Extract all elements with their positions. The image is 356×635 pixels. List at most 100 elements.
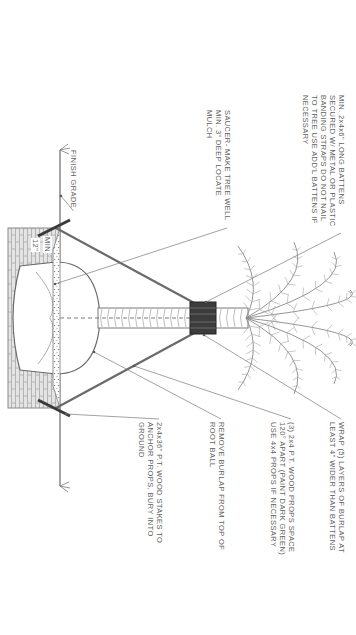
wood-stake [38,400,70,416]
frond-leaflet [312,321,318,327]
frond-leaflet [268,301,270,311]
frond-leaflet [327,330,329,337]
frond-leaflet [285,352,288,359]
trunk-ring [143,309,145,327]
frond-leaflet [327,325,332,331]
frond-leaflet [253,282,259,286]
frond-leaflet [297,247,301,250]
frond-leaflet [246,358,253,360]
frond-leaflet [287,294,288,303]
callout-text: (3) 2x4 P.T. WOOD PROPS SPACE 120° APART… [269,422,296,572]
frond-rib [246,290,352,318]
frond-leaflet [271,332,280,335]
frond-leaflet [246,276,253,278]
frond-leaflet [270,292,271,301]
frond-leaflet [246,289,253,294]
leader-line [204,335,341,419]
frond-leaflet [292,263,296,268]
frond-leaflet [348,343,353,345]
frond-rib [238,318,253,390]
frond-leaflet [352,343,356,346]
frond-leaflet [297,266,303,268]
trunk-ring [178,309,180,327]
battens-burlap [190,302,216,334]
frond-leaflet [290,360,294,366]
frond-leaflet [244,269,250,270]
frond-leaflet [238,382,243,383]
frond-leaflet [243,326,249,334]
frond-leaflet [271,301,280,304]
trunk-ring [241,309,243,327]
trunk-ring [157,309,159,327]
frond-leaflet [252,358,257,363]
callout-text: MIN. 2x4x6" LONG BATTENS SECURED W/ META… [301,95,346,230]
leader-dot [65,413,68,416]
trunk-ring [108,309,110,327]
frond-leaflet [312,301,315,309]
frond-leaflet [249,326,259,328]
palm-fronds [238,242,356,394]
frond-rib [246,242,298,318]
frond-leaflet [268,319,276,325]
frond-leaflet [293,377,298,380]
frond-leaflet [326,281,333,283]
frond-leaflet [303,336,310,340]
frond-rib [246,252,337,318]
callout-text: 2x4x36" P.T. WOOD STAKES TO ANCHOR PROPS… [137,422,164,572]
frond-leaflet [252,299,261,302]
frond-leaflet [247,350,254,354]
frond-leaflet [253,342,261,346]
leader-dot [133,365,136,368]
frond-leaflet [324,274,325,281]
frond-leaflet [238,253,243,254]
leader-line [55,228,227,284]
frond-leaflet [351,339,356,340]
frond-leaflet [330,268,333,274]
leader-dot [60,195,63,198]
frond-leaflet [338,329,343,334]
frond-leaflet [350,291,352,296]
frond-leaflet [315,281,316,289]
frond-rib [246,318,337,384]
frond-leaflet [293,317,299,324]
frond-leaflet [316,289,323,292]
callout-text: FINISH GRADE [69,150,78,208]
frond-leaflet [250,265,254,270]
frond-leaflet [246,342,253,347]
trunk-ring [122,309,124,327]
frond-leaflet [242,374,248,376]
trunk-ring [164,309,166,327]
frond-leaflet [288,350,296,352]
trunk-ring [234,309,236,327]
trunk-ring [101,309,103,327]
frond-leaflet [302,340,304,348]
frond-leaflet [338,296,340,303]
frond-leaflet [271,306,275,315]
saucer-mulch [53,228,60,408]
frond-leaflet [290,270,294,276]
frond-leaflet [351,296,356,297]
frond-leaflet [346,293,348,299]
trunk-rings [101,309,243,327]
frond-leaflet [346,299,351,302]
frond-leaflet [285,277,288,284]
frond-leaflet [293,360,300,361]
frond-leaflet [297,369,303,371]
frond-leaflet [348,291,353,293]
frond-leaflet [297,386,301,389]
frond-leaflet [243,302,249,310]
frond-leaflet [312,327,315,335]
frond-leaflet [242,261,248,263]
frond-leaflet [243,382,245,386]
frond-leaflet [312,309,318,315]
frond-leaflet [287,333,288,342]
frond-leaflet [279,285,281,293]
frond-leaflet [332,257,336,259]
leader-line [66,414,159,419]
trunk-ring [227,309,229,327]
frond-leaflet [298,377,303,380]
frond-leaflet [243,250,245,254]
frond-leaflet [247,257,250,262]
frond-leaflet [336,377,340,380]
